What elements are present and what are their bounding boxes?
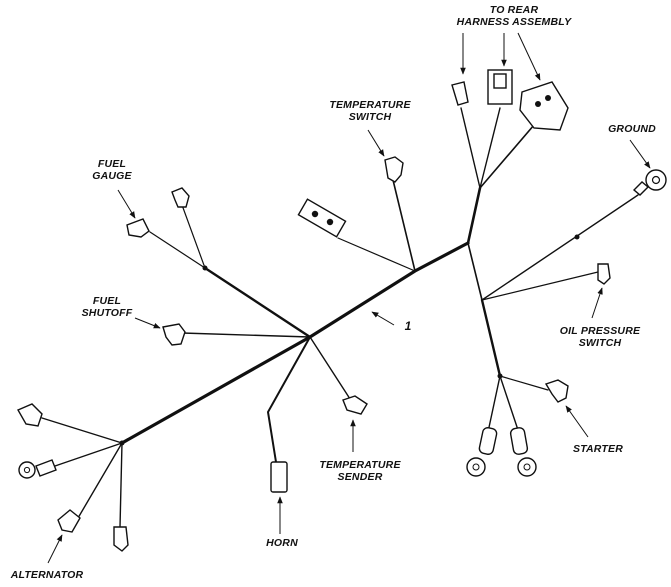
label-to-rear-harness: TO REAR HARNESS ASSEMBLY <box>438 4 590 28</box>
rear-harness-connectors <box>451 69 569 131</box>
label-horn: HORN <box>256 537 308 549</box>
lower-branches <box>266 336 353 463</box>
label-oil-pressure-switch: OIL PRESSURE SWITCH <box>552 325 648 349</box>
label-temperature-sender: TEMPERATURE SENDER <box>308 459 412 483</box>
main-trunk <box>120 241 470 445</box>
alternator-branch <box>41 417 125 528</box>
label-alternator: ALTERNATOR <box>2 569 92 581</box>
oil-pressure-connector <box>597 263 611 285</box>
label-fuel-shutoff: FUEL SHUTOFF <box>72 295 142 319</box>
label-line: FUEL <box>97 158 127 170</box>
alternator-connectors <box>17 403 129 552</box>
label-line: HARNESS ASSEMBLY <box>456 16 572 28</box>
fuel-shutoff-connector <box>162 323 186 346</box>
fuel-gauge-branch <box>149 204 312 339</box>
starter-terminals <box>466 379 569 477</box>
starter-branch <box>480 298 549 433</box>
label-ground: GROUND <box>600 123 664 135</box>
temperature-switch-connector <box>384 156 404 183</box>
label-line: GAUGE <box>92 170 132 182</box>
mounting-plate <box>297 198 347 238</box>
fuel-shutoff-wire <box>181 332 311 338</box>
ground-oil-branch <box>467 194 639 301</box>
label-temperature-switch: TEMPERATURE SWITCH <box>318 99 422 123</box>
label-line: SWITCH <box>578 337 622 349</box>
label-starter: STARTER <box>560 443 636 455</box>
label-line: 1 <box>404 319 412 333</box>
leader-arrows <box>47 32 651 564</box>
label-line: GROUND <box>608 123 656 135</box>
label-line: TO REAR <box>489 4 539 16</box>
label-line: SENDER <box>337 471 383 483</box>
label-line: TEMPERATURE <box>329 99 411 111</box>
label-line: TEMPERATURE <box>319 459 401 471</box>
rear-harness-branch <box>460 107 541 245</box>
fuel-gauge-connectors <box>126 187 190 238</box>
label-line: OIL PRESSURE <box>559 325 641 337</box>
temperature-switch-branch <box>337 179 416 272</box>
label-fuel-gauge: FUEL GAUGE <box>82 158 142 182</box>
callout-number: 1 <box>398 320 418 332</box>
temperature-sender-connector <box>342 395 368 415</box>
ground-terminal <box>632 169 667 196</box>
label-line: FUEL <box>92 295 122 307</box>
label-line: ALTERNATOR <box>10 569 84 581</box>
horn-connector <box>270 461 288 493</box>
label-line: SWITCH <box>348 111 392 123</box>
label-line: HORN <box>266 537 298 549</box>
label-line: STARTER <box>572 443 623 455</box>
label-line: SHUTOFF <box>81 307 133 319</box>
